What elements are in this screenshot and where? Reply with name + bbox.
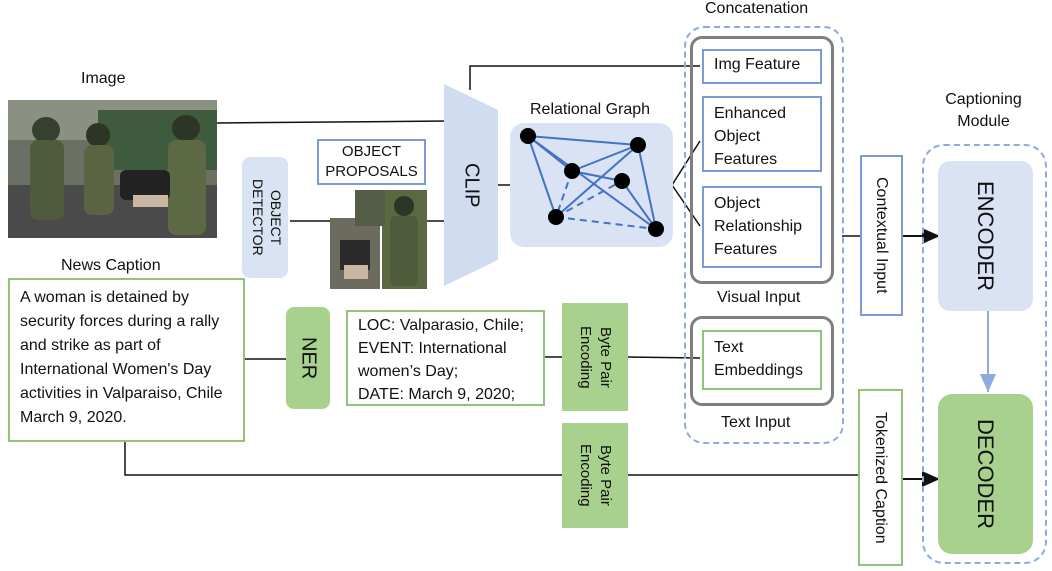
text-embeddings-box: Text Embeddings bbox=[702, 330, 822, 390]
ner-block: NER bbox=[286, 307, 330, 409]
entity-loc: LOC: Valparasio, Chile; bbox=[358, 317, 524, 334]
proposal-crops bbox=[330, 190, 427, 289]
encoder-label: ENCODER bbox=[973, 180, 998, 291]
news-caption-text: A woman is detained by security forces d… bbox=[20, 289, 223, 426]
image-to-clip-line bbox=[216, 120, 448, 124]
entity-date: DATE: March 9, 2020; bbox=[358, 386, 516, 403]
object-detector-box: OBJECT DETECTOR bbox=[242, 157, 288, 278]
clip-label: CLIP bbox=[460, 162, 483, 208]
graph-to-relationship-line bbox=[671, 184, 701, 227]
entity-event: EVENT: International women’s Day; bbox=[358, 340, 507, 380]
object-proposals-box: OBJECT PROPOSALS bbox=[317, 139, 426, 185]
decoder-block: DECODER bbox=[938, 394, 1033, 554]
ner-label: NER bbox=[297, 336, 320, 380]
object-detector-label: OBJECT DETECTOR bbox=[250, 179, 284, 256]
img-feature-label: Img Feature bbox=[714, 56, 801, 73]
clip-block bbox=[444, 84, 498, 286]
caption-to-bpe-line bbox=[124, 442, 562, 476]
text-input-group bbox=[690, 316, 834, 406]
bpe-bottom-block: Byte Pair Encoding bbox=[562, 423, 628, 528]
object-relationship-label: Object Relationship Features bbox=[714, 195, 803, 258]
decoder-label: DECODER bbox=[973, 418, 998, 529]
concatenation-label: Concatenation bbox=[705, 0, 809, 17]
object-relationship-box: Object Relationship Features bbox=[702, 186, 822, 268]
graph-to-enhanced-line bbox=[671, 140, 701, 186]
captioning-module-group bbox=[922, 144, 1047, 564]
contextual-input-label: Contextual Input bbox=[873, 177, 890, 294]
clip-to-img-feature-line bbox=[469, 65, 700, 90]
encoder-block: ENCODER bbox=[938, 161, 1033, 311]
bpe-bottom-label: Byte Pair Encoding bbox=[577, 444, 614, 507]
object-proposals-label: OBJECT PROPOSALS bbox=[325, 143, 418, 180]
relational-graph-box bbox=[510, 123, 673, 247]
relational-graph-label: Relational Graph bbox=[530, 101, 651, 118]
bpe-top-label: Byte Pair Encoding bbox=[577, 325, 614, 389]
text-input-label: Text Input bbox=[721, 414, 791, 431]
bpe-top-block: Byte Pair Encoding bbox=[562, 303, 628, 411]
image-label: Image bbox=[81, 70, 126, 87]
visual-input-group bbox=[690, 36, 834, 284]
enhanced-object-box: Enhanced Object Features bbox=[702, 96, 822, 172]
tokenized-caption-box: Tokenized Caption bbox=[858, 389, 903, 566]
img-feature-box: Img Feature bbox=[702, 49, 822, 84]
captioning-module-label: Captioning Module bbox=[945, 91, 1022, 130]
news-caption-box: A woman is detained by security forces d… bbox=[8, 278, 245, 442]
text-embeddings-label: Text Embeddings bbox=[714, 339, 803, 379]
entities-box: LOC: Valparasio, Chile; EVENT: Internati… bbox=[346, 310, 545, 406]
visual-input-label: Visual Input bbox=[717, 289, 801, 306]
tokenized-caption-label: Tokenized Caption bbox=[872, 411, 889, 544]
news-photo bbox=[8, 100, 217, 238]
bpe-to-text-embeddings-line bbox=[627, 356, 701, 359]
clip-text-wrap: CLIP bbox=[444, 84, 498, 286]
contextual-input-box: Contextual Input bbox=[860, 155, 903, 316]
concatenation-group bbox=[684, 26, 844, 444]
news-caption-label: News Caption bbox=[61, 257, 161, 274]
enhanced-object-label: Enhanced Object Features bbox=[714, 105, 787, 168]
